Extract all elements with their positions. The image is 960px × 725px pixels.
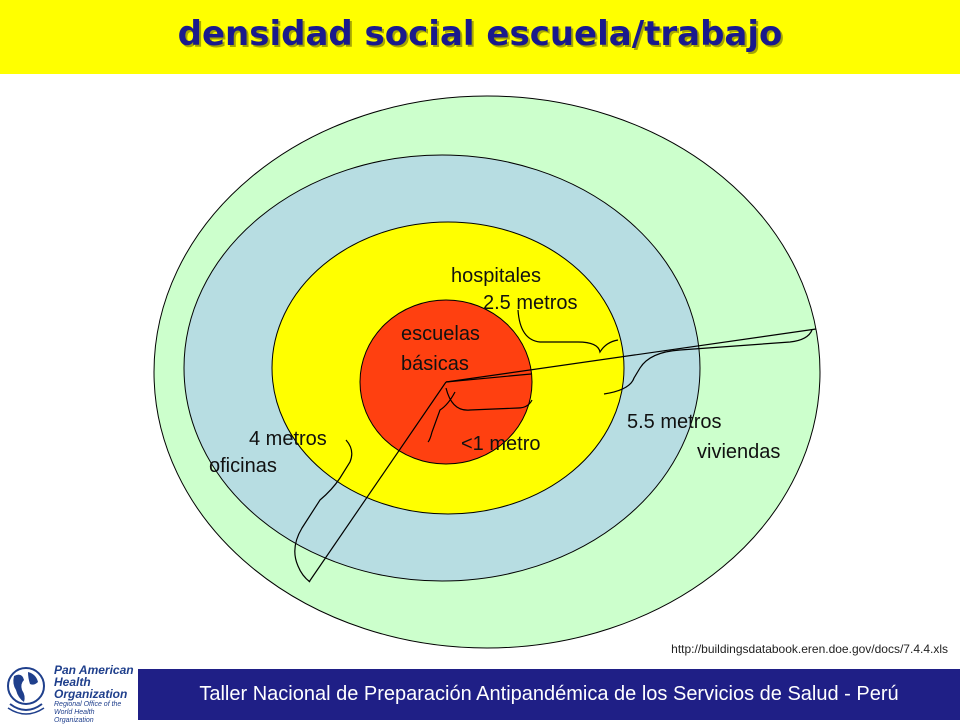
- radius-line-schools: [445, 373, 532, 383]
- footer-text: Taller Nacional de Preparación Antipandé…: [199, 683, 899, 705]
- logo-line3: Organization: [54, 687, 128, 701]
- brace-hospitals: [517, 309, 619, 354]
- brace-homes: [603, 329, 813, 395]
- logo-line2: Health: [54, 675, 91, 689]
- globe-icon: [7, 667, 45, 715]
- title-bar: [0, 0, 960, 74]
- logo-name: Pan American Health Organization: [54, 664, 134, 700]
- label-distance-offices: 4 metros: [249, 428, 327, 450]
- brace-schools-tip: [427, 391, 456, 443]
- label-homes: viviendas: [697, 441, 780, 463]
- logo-subtitle: Regional Office of the World Health Orga…: [54, 701, 134, 725]
- brace-schools: [445, 387, 533, 411]
- radius-line-offices: [308, 381, 447, 583]
- logo-line1: Pan American: [54, 663, 134, 677]
- label-distance-homes: 5.5 metros: [627, 411, 721, 433]
- label-schools-line1: escuelas: [401, 323, 480, 345]
- footer-band: [138, 669, 960, 720]
- label-distance-schools: <1 metro: [461, 433, 540, 455]
- brace-offices: [294, 439, 353, 583]
- radius-line-homes: [445, 328, 817, 383]
- label-hospitals: hospitales: [451, 265, 541, 287]
- page-title: densidad social escuela/trabajo: [177, 14, 783, 54]
- density-diagram: hospitales 2.5 metros escuelas básicas 5…: [153, 95, 821, 649]
- label-distance-hospitals: 2.5 metros: [483, 292, 577, 314]
- logo-sub-line1: Regional Office of the: [54, 701, 122, 708]
- label-schools-line2: básicas: [401, 353, 469, 375]
- paho-logo: Pan American Health Organization Regiona…: [4, 662, 134, 724]
- source-link[interactable]: http://buildingsdatabook.eren.doe.gov/do…: [671, 642, 948, 656]
- logo-sub-line2: World Health Organization: [54, 709, 95, 724]
- label-offices: oficinas: [209, 455, 277, 477]
